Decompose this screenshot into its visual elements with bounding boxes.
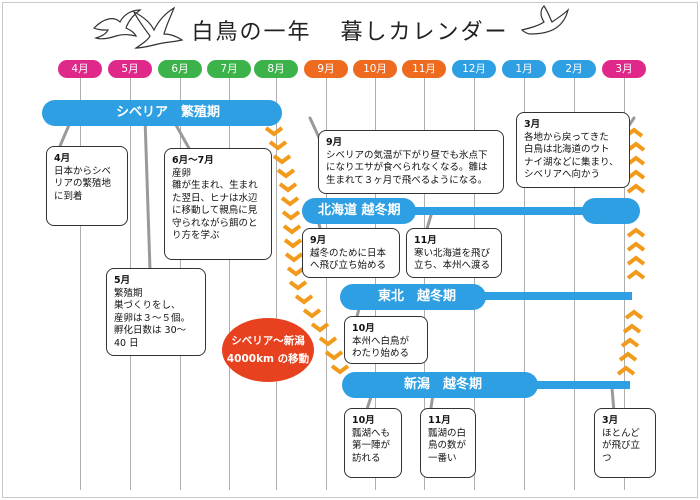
card-month: 3月 <box>602 415 619 426</box>
band-niigata-bar <box>520 381 630 389</box>
month-line <box>524 72 525 490</box>
month-label: 8月 <box>254 60 298 78</box>
card-month: 4月 <box>54 153 71 164</box>
card-month: 6月～7月 <box>172 155 214 166</box>
card-september-mid: 9月 越冬のために日本 へ飛び立ち始める <box>302 228 400 278</box>
month-label: 1月 <box>502 60 546 78</box>
month-line <box>474 72 475 490</box>
page-title: 白鳥の一年 暮しカレンダー <box>0 14 700 46</box>
month-label: 10月 <box>353 60 397 78</box>
swan-icon <box>92 9 142 40</box>
band-niigata-label: 新潟 越冬期 <box>404 377 483 392</box>
card-october: 10月 本州へ白鳥が わたり始める <box>344 316 428 364</box>
card-text: 産卵 雛が生まれ、生まれ た翌日、ヒナは水辺 に移動して親鳥に見 守られながら餌… <box>172 167 258 242</box>
band-hokkaido-end <box>582 198 640 224</box>
swan-icon <box>132 6 184 49</box>
card-text: 寒い北海道を飛び 立ち、本州へ渡る <box>414 247 491 272</box>
month-label: 3月 <box>602 60 646 78</box>
band-siberia: シベリア 繁殖期 <box>42 100 282 126</box>
card-text: 各地から戻ってきた 白鳥は北海道のウト ナイ湖などに集まり、 シベリアへ向かう <box>524 131 619 181</box>
month-line <box>326 72 327 490</box>
month-label: 9月 <box>304 60 348 78</box>
card-text: ほとんど が飛び立 つ <box>602 427 641 464</box>
card-text: 瓢湖へも 第一陣が 訪れる <box>352 427 391 464</box>
card-text: シベリアの気温が下がり昼でも氷点下 になりエサが食べられなくなる。雛は 生まれて… <box>326 149 488 186</box>
card-month: 9月 <box>326 137 343 148</box>
month-line <box>375 72 376 490</box>
band-siberia-label: シベリア 繁殖期 <box>116 105 221 120</box>
card-september-top: 9月 シベリアの気温が下がり昼でも氷点下 になりエサが食べられなくなる。雛は 生… <box>318 130 504 194</box>
card-april: 4月 日本からシベ リアの繁殖地 に到着 <box>46 146 128 226</box>
card-text: 本州へ白鳥が わたり始める <box>352 335 410 360</box>
card-month: 10月 <box>352 415 375 426</box>
card-text: 瓢湖の白 鳥の数が 一番い <box>428 427 467 464</box>
month-label: 5月 <box>108 60 152 78</box>
title-main: 白鳥の一年 <box>191 20 312 45</box>
card-text: 越冬のために日本 へ飛び立ち始める <box>310 247 387 272</box>
month-label: 4月 <box>58 60 102 78</box>
card-month: 11月 <box>414 235 437 246</box>
card-november-mid: 11月 寒い北海道を飛び 立ち、本州へ渡る <box>406 228 502 278</box>
month-line <box>574 72 575 490</box>
title-sub: 暮しカレンダー <box>340 20 509 45</box>
card-october-bottom: 10月 瓢湖へも 第一陣が 訪れる <box>344 408 402 478</box>
band-tohoku: 東北 越冬期 <box>340 284 486 310</box>
band-hokkaido: 北海道 越冬期 <box>302 198 416 224</box>
migration-distance: 4000km の移動 <box>226 353 310 365</box>
band-niigata: 新潟 越冬期 <box>342 372 538 398</box>
card-month: 10月 <box>352 323 375 334</box>
month-label: 7月 <box>207 60 251 78</box>
swan-icon <box>520 5 570 35</box>
card-may: 5月 繁殖期 巣づくりをし、 産卵は３～５個。 孵化日数は 30～ 40 日 <box>106 268 206 356</box>
month-label: 6月 <box>158 60 202 78</box>
card-text: 日本からシベ リアの繁殖地 に到着 <box>54 165 112 202</box>
card-month: 11月 <box>428 415 451 426</box>
month-label: 11月 <box>402 60 446 78</box>
card-text: 繁殖期 巣づくりをし、 産卵は３～５個。 孵化日数は 30～ 40 日 <box>114 287 191 349</box>
month-label: 12月 <box>452 60 496 78</box>
card-month: 5月 <box>114 275 131 286</box>
card-month: 3月 <box>524 119 541 130</box>
band-hokkaido-bar <box>380 207 630 215</box>
month-line <box>424 72 425 490</box>
month-label: 2月 <box>552 60 596 78</box>
card-june-july: 6月～7月 産卵 雛が生まれ、生まれ た翌日、ヒナは水辺 に移動して親鳥に見 守… <box>164 148 272 260</box>
migration-bubble: シベリア～新潟 4000km の移動 <box>222 318 314 382</box>
band-hokkaido-label: 北海道 越冬期 <box>318 203 401 218</box>
card-month: 9月 <box>310 235 327 246</box>
month-line <box>624 72 625 490</box>
month-line <box>276 72 277 490</box>
card-march-top: 3月 各地から戻ってきた 白鳥は北海道のウト ナイ湖などに集まり、 シベリアへ向… <box>516 112 630 188</box>
migration-route: シベリア～新潟 <box>231 335 305 347</box>
month-line <box>80 72 81 490</box>
band-tohoku-label: 東北 越冬期 <box>378 289 457 304</box>
month-line <box>229 72 230 490</box>
card-march-bottom: 3月 ほとんど が飛び立 つ <box>594 408 656 478</box>
band-tohoku-bar <box>470 292 632 300</box>
card-november-bottom: 11月 瓢湖の白 鳥の数が 一番い <box>420 408 476 478</box>
